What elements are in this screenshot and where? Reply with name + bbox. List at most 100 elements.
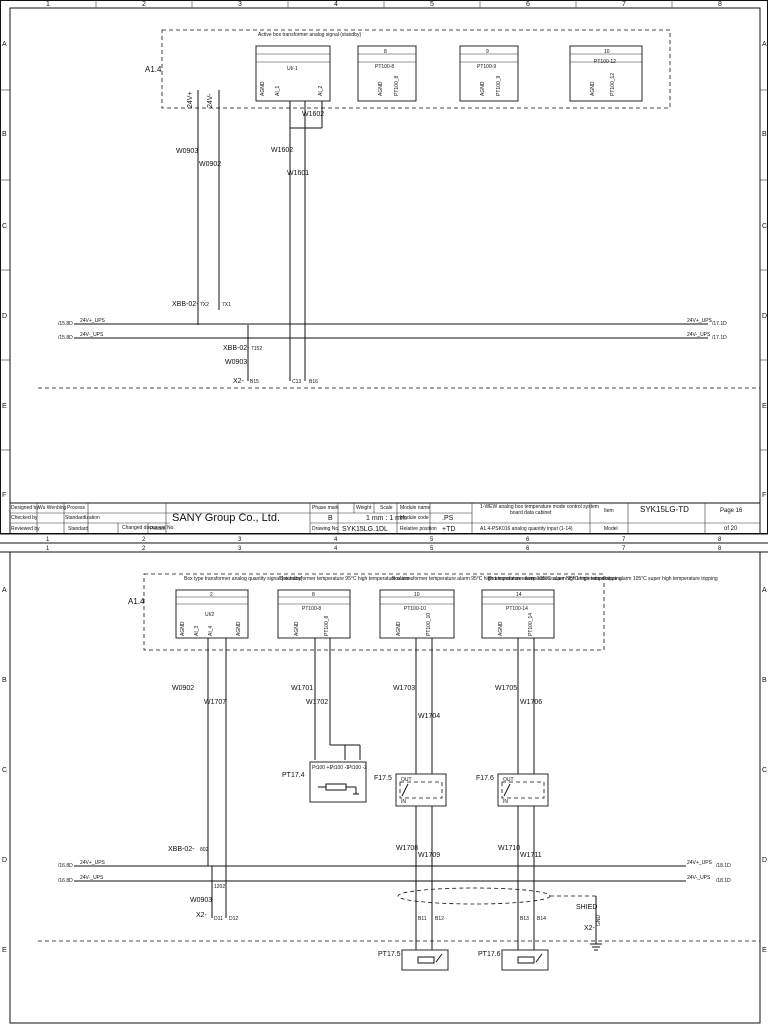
tb-drawing-no: SYK15LG.1DL bbox=[342, 526, 388, 533]
s2-module-2-header: 8 bbox=[312, 592, 315, 598]
sheet-2-bus bbox=[74, 865, 686, 882]
tb-process: Process bbox=[67, 505, 86, 511]
f17-6-transmitter bbox=[497, 773, 549, 807]
s2-module-2-subtitle: Box transformer temperature 95°C high te… bbox=[280, 576, 410, 582]
module-3-pin-1: AGND bbox=[480, 81, 486, 96]
s2-module-3-header: 10 bbox=[414, 592, 420, 598]
s2-x2-shield-label: X2- bbox=[584, 925, 596, 932]
tb-standard: Standard bbox=[68, 526, 89, 532]
tb-module-name-label: Module name bbox=[400, 505, 431, 511]
s2-module-1-header: 2 bbox=[210, 592, 213, 598]
s2-wire-w0903: W0903 bbox=[190, 897, 212, 904]
pt17-5-label: PT17.5 bbox=[378, 951, 401, 958]
s2-bus-2-left-ref: /16.8D bbox=[58, 878, 73, 884]
tb-item-label: Item bbox=[604, 508, 614, 514]
wire-w0903-lower: W0903 bbox=[225, 359, 247, 366]
f17-5-in: IN bbox=[401, 799, 406, 805]
row-d: D bbox=[2, 313, 7, 320]
connector-pin-7x2: 7X2 bbox=[200, 302, 209, 308]
module-1-title: UI/-1 bbox=[287, 66, 298, 72]
sheet-2: A B C D E A B C D E A1.4 Box type transf… bbox=[2, 551, 767, 1024]
ruler2-col-1: 1 bbox=[46, 546, 50, 552]
bus-1-right-name: 24V+_UPS bbox=[687, 318, 713, 324]
wire-w1601: W1601 bbox=[287, 170, 309, 177]
s2-wire-w1703: W1703 bbox=[393, 685, 415, 692]
module-1-pin-1: AGND bbox=[260, 81, 266, 96]
ruler2-col-4: 4 bbox=[334, 546, 338, 552]
s2-connector-pin-802: 802 bbox=[200, 847, 209, 853]
s2-bus-1-right-name: 24V+_UPS bbox=[687, 860, 713, 866]
sheet-2-frame bbox=[9, 551, 761, 1024]
s2-module-2-pin-2: PT100_8 bbox=[324, 615, 330, 636]
ruler-col-2: 2 bbox=[142, 537, 146, 543]
group-label-1: A1.4 bbox=[145, 65, 162, 74]
ruler-col-1: 1 bbox=[46, 537, 50, 543]
tb-description-2: board data cabinet bbox=[510, 510, 552, 516]
s2-bus-1-name: 24V+_UPS bbox=[80, 860, 106, 866]
module-4-pin-1: AGND bbox=[590, 81, 596, 96]
s2-x2-pin-b11: B11 bbox=[418, 916, 427, 922]
supply-24v-plus: 24V+ bbox=[187, 91, 194, 108]
s2-module-3-title: PT100-10 bbox=[404, 606, 426, 612]
col-7: 7 bbox=[622, 1, 626, 8]
s2-row-e-right: E bbox=[762, 947, 767, 954]
tb-module-code: .PS bbox=[442, 515, 454, 522]
tb-designed-by: Wu Wenbing bbox=[38, 505, 67, 511]
s2-x2-pin-b12: B12 bbox=[435, 916, 444, 922]
s2-row-e: E bbox=[2, 947, 7, 954]
s2-module-4-pin-1: AGND bbox=[498, 621, 504, 636]
tb-changed-doc: Changed document No. bbox=[122, 525, 175, 531]
wire-w0903: W0903 bbox=[176, 148, 198, 155]
sheet-1-wires bbox=[197, 90, 323, 381]
module-3: 9 PT100-9 AGND PT100_9 bbox=[459, 45, 519, 102]
s2-x2-pin-b13: B13 bbox=[520, 916, 529, 922]
x2-pin-b15: B15 bbox=[250, 379, 259, 385]
s2-bus-2-right-ref: /18.1D bbox=[716, 878, 731, 884]
s2-bus-2-right-name: 24V-_UPS bbox=[687, 875, 711, 881]
f17-6-in: IN bbox=[503, 799, 508, 805]
ruler-col-8: 8 bbox=[718, 537, 722, 543]
row-c-right: C bbox=[762, 223, 767, 230]
module-2-pin-2: PT100_8 bbox=[394, 75, 400, 96]
row-a: A bbox=[2, 41, 7, 48]
group-label-2: A1.4 bbox=[128, 597, 145, 606]
row-e: E bbox=[2, 403, 7, 410]
s2-module-1-pin-3: AI_4 bbox=[208, 625, 214, 636]
s2-row-d: D bbox=[2, 857, 7, 864]
ruler2-col-8: 8 bbox=[718, 546, 722, 552]
pt17-4-label: PT17.4 bbox=[282, 772, 305, 779]
tb-standardization: Standardization bbox=[65, 515, 100, 521]
wire-w1602: W1602 bbox=[271, 147, 293, 154]
row-b: B bbox=[2, 131, 7, 138]
bus-2-left-ref: /15.8D bbox=[58, 335, 73, 341]
x2-pin-b16: B16 bbox=[309, 379, 318, 385]
s2-module-1: 2 UI/2 AGND AI_3 AI_4 AGND bbox=[175, 589, 249, 639]
module-3-header: 9 bbox=[486, 49, 489, 55]
s2-module-3-subtitle: Box transformer temperature alarm 95°C h… bbox=[392, 576, 622, 582]
s2-wire-w1708: W1708 bbox=[396, 845, 418, 852]
connector-pin-7x1: 7X1 bbox=[222, 302, 231, 308]
module-1: UI/-1 AGND AI_1 AI_2 bbox=[255, 45, 331, 102]
bus-2-name: 24V-_UPS bbox=[80, 332, 104, 338]
module-2-header: 8 bbox=[384, 49, 387, 55]
tb-scale-label: Scale bbox=[380, 505, 393, 511]
module-2: 8 PT100-8 AGND PT100_8 bbox=[357, 45, 417, 102]
tb-drawing-no-label: Drawing No. bbox=[312, 526, 340, 532]
col-6: 6 bbox=[526, 1, 530, 8]
bus-2-right-name: 24V-_UPS bbox=[687, 332, 711, 338]
module-group-1 bbox=[161, 29, 671, 109]
tb-module-code-label: Module code bbox=[400, 515, 429, 521]
s2-module-1-pin-1: AGND bbox=[180, 621, 186, 636]
s2-wire-w1707: W1707 bbox=[204, 699, 226, 706]
x2-pin-c13: C13 bbox=[292, 379, 301, 385]
row-b-right: B bbox=[762, 131, 767, 138]
s2-row-a-right: A bbox=[762, 587, 767, 594]
s2-row-b-right: B bbox=[762, 677, 767, 684]
x2-label: X2- bbox=[233, 378, 245, 385]
pt17-6-sensor bbox=[501, 949, 549, 971]
row-f-right: F bbox=[762, 492, 766, 499]
s2-module-2-pin-1: AGND bbox=[294, 621, 300, 636]
pt17-4-pin-1: Pt100 +1 bbox=[312, 765, 332, 771]
bus-1-name: 24V+_UPS bbox=[80, 318, 106, 324]
s2-bus-2-name: 24V-_UPS bbox=[80, 875, 104, 881]
